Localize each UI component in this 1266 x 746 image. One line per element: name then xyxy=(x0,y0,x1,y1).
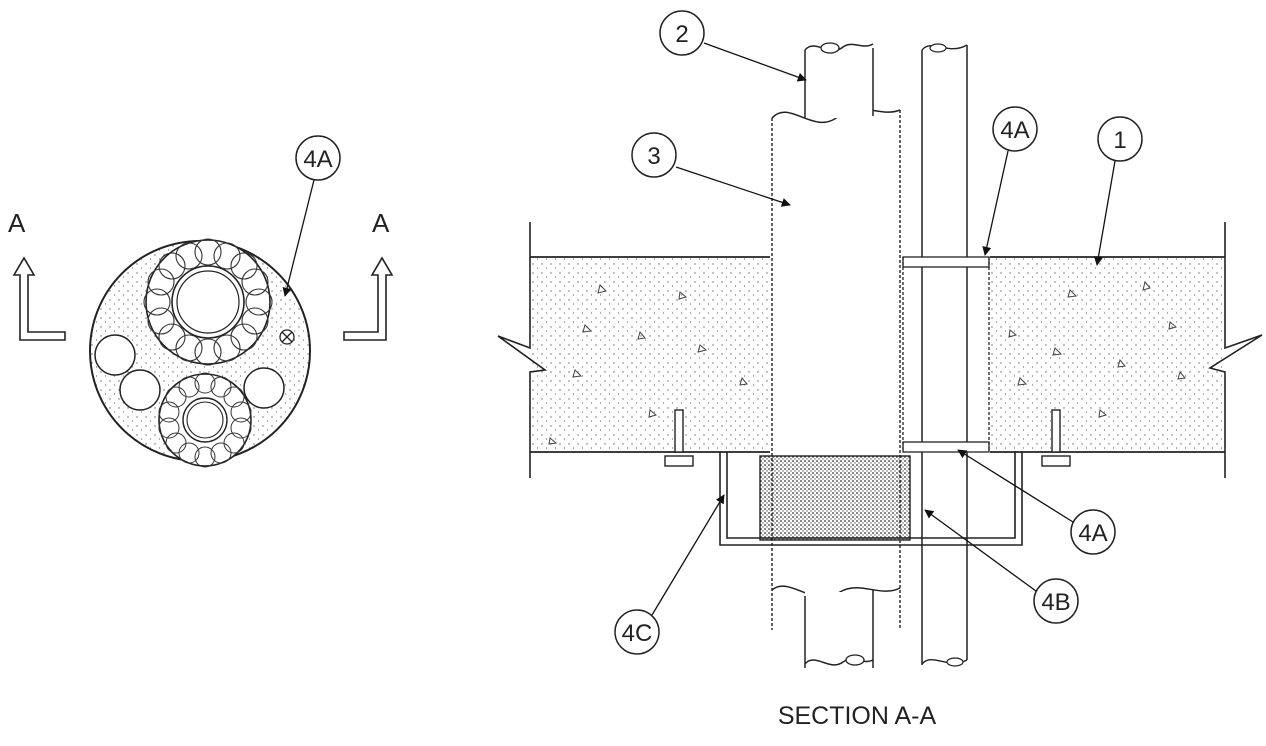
section-arrow-left-icon xyxy=(12,256,66,341)
bare-pipe xyxy=(921,43,968,667)
packing-4b xyxy=(759,455,911,541)
callout-4a-top: 4A xyxy=(982,106,1038,256)
svg-text:4A: 4A xyxy=(1078,520,1107,547)
svg-text:2: 2 xyxy=(675,21,688,48)
sealant-4a xyxy=(902,256,990,453)
plan-view: A A xyxy=(8,135,394,468)
svg-text:3: 3 xyxy=(647,143,660,170)
callout-plan-4a: 4A xyxy=(282,135,341,297)
section-arrow-right-icon xyxy=(343,256,394,341)
callout-4c: 4C xyxy=(614,494,725,655)
callout-1: 1 xyxy=(1093,116,1143,266)
plan-bare-pipe xyxy=(243,367,285,409)
svg-text:4A: 4A xyxy=(1000,117,1029,144)
plan-bare-pipe xyxy=(94,334,136,376)
section-marker-right-label: A xyxy=(372,208,390,238)
plan-small-insulated-pipe xyxy=(158,372,252,468)
insulated-pipe-3 xyxy=(771,108,901,672)
section-marker-left-label: A xyxy=(8,208,26,238)
callout-4a-bottom: 4A xyxy=(957,449,1116,555)
section-view: 2 3 4A 1 4A 4B 4C xyxy=(497,10,1263,730)
plan-cross-marker-icon xyxy=(279,329,295,345)
callout-3: 3 xyxy=(631,132,791,207)
section-caption: SECTION A-A xyxy=(778,702,937,730)
svg-text:4B: 4B xyxy=(1041,589,1070,616)
svg-text:4A: 4A xyxy=(303,146,332,173)
callout-4b: 4B xyxy=(924,509,1079,624)
svg-text:1: 1 xyxy=(1113,127,1126,154)
svg-text:4C: 4C xyxy=(622,620,653,647)
callout-2: 2 xyxy=(659,10,807,82)
concrete-slab xyxy=(497,222,1263,478)
carrier-pipe-2 xyxy=(804,42,874,672)
plan-large-insulated-pipe xyxy=(143,238,273,366)
plan-bare-pipe xyxy=(119,369,161,411)
